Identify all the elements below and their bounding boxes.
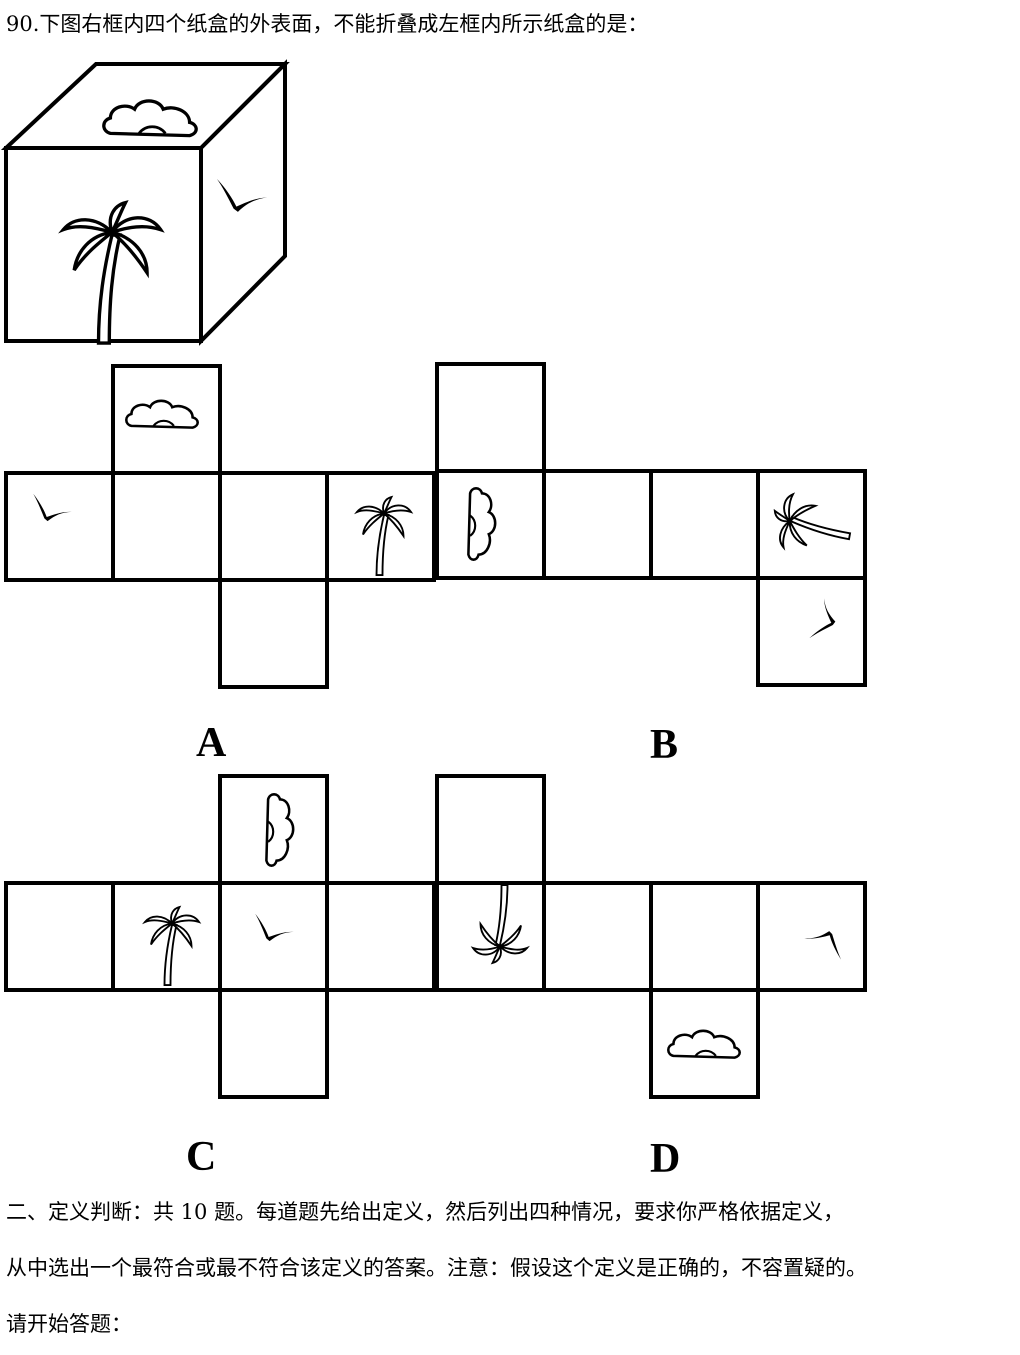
reference-cube <box>0 59 290 346</box>
question-text: 90.下图右框内四个纸盒的外表面，不能折叠成左框内所示纸盒的是： <box>6 12 649 36</box>
question-figure <box>0 59 867 1099</box>
option-a-net <box>4 364 436 689</box>
option-label-b: B <box>650 722 679 768</box>
section-intro-line3: 请开始答题： <box>6 1312 132 1336</box>
option-label-c: C <box>186 1134 217 1180</box>
section-intro-line1: 二、定义判断：共 10 题。每道题先给出定义，然后列出四种情况，要求你严格依据定… <box>6 1200 845 1224</box>
option-label-d: D <box>650 1136 681 1182</box>
option-label-a: A <box>196 720 227 766</box>
option-b-net <box>435 362 867 687</box>
option-c-net <box>4 774 436 1099</box>
section-intro-line2: 从中选出一个最符合或最不符合该定义的答案。注意：假设这个定义是正确的，不容置疑的… <box>6 1256 867 1280</box>
